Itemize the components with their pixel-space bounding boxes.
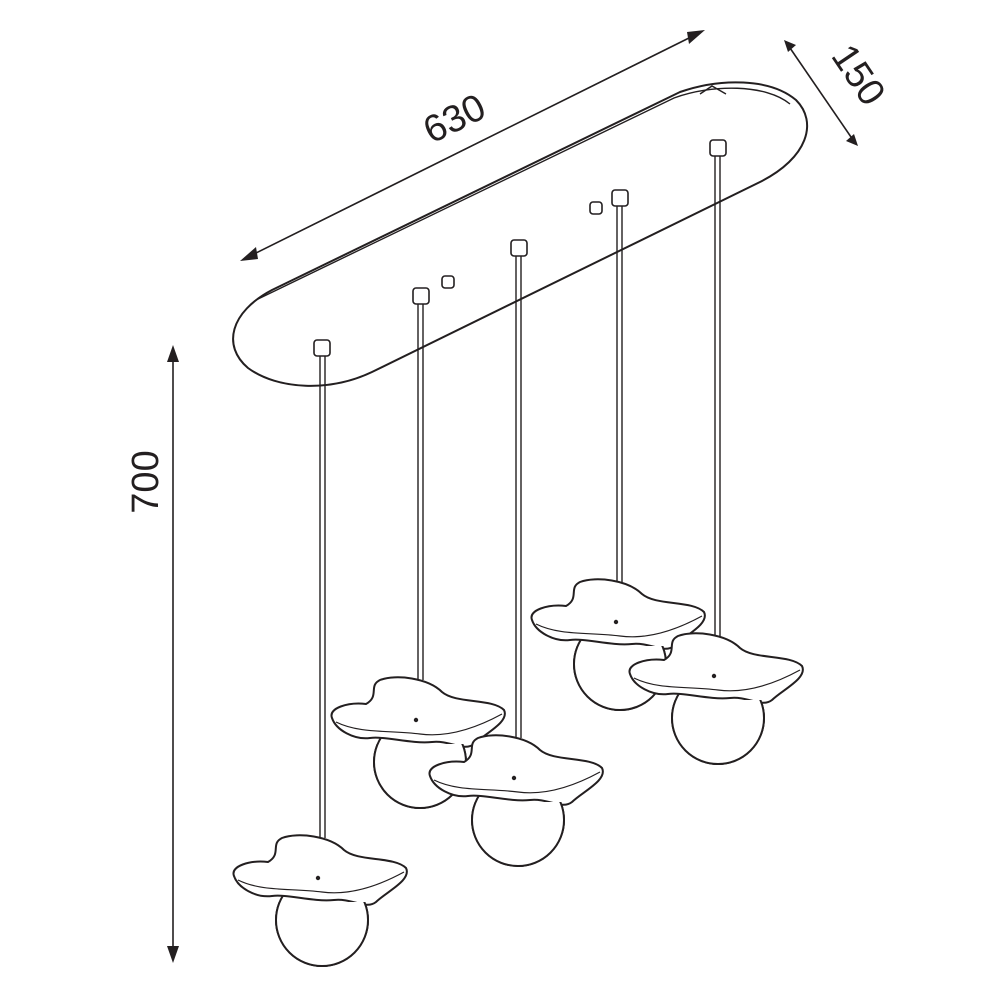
mounting-screw-2 — [589, 201, 603, 215]
petal-shade-3 — [428, 734, 604, 806]
pendant-head-3 — [428, 734, 604, 867]
petal-shade-1 — [232, 834, 408, 906]
petal-shade-2 — [330, 676, 506, 748]
dimension-width-label: 150 — [823, 37, 893, 113]
socket-point-2 — [413, 717, 419, 723]
shade-rim-1 — [237, 871, 405, 894]
glass-globe-front-1 — [275, 902, 369, 967]
petal-shade-4 — [530, 578, 706, 650]
dimension-width: 150 — [784, 37, 893, 146]
ceiling-canopy — [232, 81, 809, 387]
cord-grip-5 — [709, 139, 727, 157]
petal-shade-5 — [628, 632, 804, 704]
shade-rim-3 — [433, 771, 601, 794]
dimension-length-label: 630 — [417, 86, 492, 152]
mounting-screw-1 — [441, 275, 455, 289]
pendant-cords — [313, 139, 727, 838]
pendant-head-5 — [628, 632, 804, 765]
shade-rim-4 — [535, 615, 703, 638]
cord-grip-4 — [611, 189, 629, 207]
socket-point-1 — [315, 875, 321, 881]
socket-point-5 — [711, 673, 717, 679]
socket-point-3 — [511, 775, 517, 781]
shade-rim-2 — [335, 713, 503, 736]
socket-point-4 — [613, 619, 619, 625]
cord-grip-3 — [510, 239, 528, 257]
dimension-height-label: 700 — [125, 450, 167, 513]
glass-globe-front-3 — [471, 802, 565, 867]
pendant-heads — [232, 578, 804, 967]
pendant-head-1 — [232, 834, 408, 967]
cord-grip-2 — [412, 287, 430, 305]
cord-grip-1 — [313, 339, 331, 357]
glass-globe-front-5 — [671, 700, 765, 765]
shade-rim-5 — [633, 669, 801, 692]
dimension-length: 630 — [240, 30, 705, 261]
dimension-height: 700 — [125, 345, 179, 963]
